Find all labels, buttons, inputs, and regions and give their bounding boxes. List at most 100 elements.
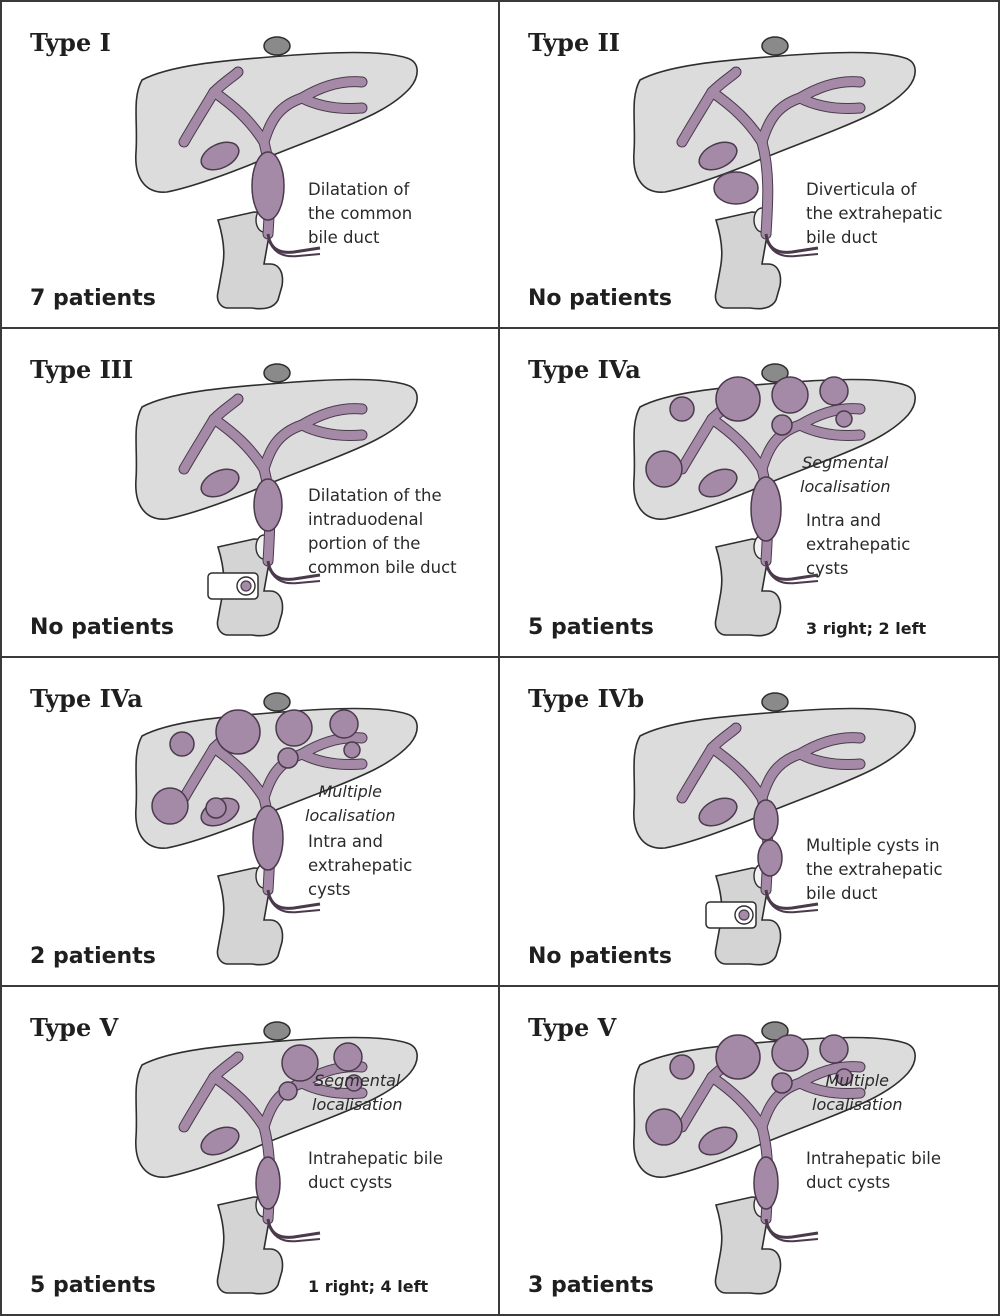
dilated-duct — [254, 479, 282, 531]
panel-type5-seg: Type V5 patientsSegmentallocalisationInt… — [0, 987, 500, 1316]
panel-title: Type IVa — [30, 684, 143, 713]
patient-count: 5 patients — [528, 615, 654, 640]
cyst — [152, 788, 188, 824]
patient-count: No patients — [528, 944, 672, 969]
description-line: the extrahepatic — [806, 202, 943, 226]
description-line: Intrahepatic bile — [308, 1147, 443, 1171]
description-line: extrahepatic — [806, 533, 910, 557]
cyst — [330, 710, 358, 738]
description: Dilatation of theintraduodenalportion of… — [308, 484, 457, 580]
description-line: common bile duct — [308, 556, 457, 580]
panel-type4a-seg: Type IVa 5 patients SegmentallocalisationI… — [500, 329, 1000, 658]
cyst — [772, 415, 792, 435]
ligament-knob — [264, 693, 290, 711]
diverticulum — [714, 172, 758, 204]
panel-title: Type IVb — [528, 684, 644, 713]
description: Intrahepatic bileduct cysts — [806, 1147, 941, 1195]
description: Intra andextrahepaticcysts — [806, 509, 910, 581]
ligament-knob — [762, 37, 788, 55]
dilated-duct — [754, 1157, 778, 1209]
patient-count: 5 patients — [30, 1273, 156, 1298]
cyst — [716, 1035, 760, 1079]
description-line: Dilatation of — [308, 178, 412, 202]
cyst — [334, 1043, 362, 1071]
patient-count: 7 patients — [30, 286, 156, 311]
ligament-knob — [762, 693, 788, 711]
description: Dilatation ofthe commonbile duct — [308, 178, 412, 250]
description-line: duct cysts — [308, 1171, 443, 1195]
cyst — [820, 377, 848, 405]
description-line: cysts — [308, 878, 412, 902]
cyst — [836, 411, 852, 427]
localisation-line: Multiple — [812, 1069, 903, 1093]
ligament-knob — [264, 364, 290, 382]
description-line: portion of the — [308, 532, 457, 556]
cyst — [772, 1073, 792, 1093]
cyst — [716, 377, 760, 421]
dilated-duct — [758, 840, 782, 876]
cyst — [344, 742, 360, 758]
panel-type4b: Type IVb No patients Multiple cysts inthe … — [500, 658, 1000, 987]
description-line: Multiple cysts in — [806, 834, 943, 858]
side-distribution-note: 1 right; 4 left — [308, 1277, 428, 1296]
description-line: Intrahepatic bile — [806, 1147, 941, 1171]
description-line: the extrahepatic — [806, 858, 943, 882]
dilated-duct — [754, 800, 778, 840]
cyst — [278, 748, 298, 768]
localisation-line: localisation — [312, 1093, 403, 1117]
patient-count: 2 patients — [30, 944, 156, 969]
ligament-knob — [264, 37, 290, 55]
description: Diverticula ofthe extrahepaticbile duct — [806, 178, 943, 250]
panel-type3: Type IIINo patientsDilatation of theintr… — [0, 329, 500, 658]
localisation-line: localisation — [800, 475, 891, 499]
cyst — [646, 451, 682, 487]
panel-title: Type IVa — [528, 355, 641, 384]
localisation-label: Multiplelocalisation — [305, 780, 396, 828]
cyst — [276, 710, 312, 746]
dilated-duct — [253, 806, 283, 870]
localisation-line: localisation — [812, 1093, 903, 1117]
description-line: Intra and — [308, 830, 412, 854]
description-line: Diverticula of — [806, 178, 943, 202]
description-line: bile duct — [806, 226, 943, 250]
dilated-duct — [751, 477, 781, 541]
description: Multiple cysts inthe extrahepaticbile du… — [806, 834, 943, 906]
choledochocele — [739, 910, 749, 920]
side-distribution-note: 3 right; 2 left — [806, 619, 926, 638]
description: Intra andextrahepaticcysts — [308, 830, 412, 902]
localisation-line: localisation — [305, 804, 396, 828]
description-line: cysts — [806, 557, 910, 581]
localisation-line: Segmental — [800, 451, 891, 475]
patient-count: No patients — [528, 286, 672, 311]
localisation-line: Segmental — [312, 1069, 403, 1093]
description-line: the common — [308, 202, 412, 226]
description-line: intraduodenal — [308, 508, 457, 532]
panel-title: Type V — [528, 1013, 616, 1042]
dilated-common-bile-duct — [252, 152, 284, 220]
cyst — [772, 1035, 808, 1071]
panel-title: Type I — [30, 28, 111, 57]
description-line: bile duct — [806, 882, 943, 906]
panel-title: Type II — [528, 28, 620, 57]
cyst — [670, 1055, 694, 1079]
description-line: Intra and — [806, 509, 910, 533]
cyst — [772, 377, 808, 413]
ligament-knob — [264, 1022, 290, 1040]
dilated-duct — [256, 1157, 280, 1209]
description-line: duct cysts — [806, 1171, 941, 1195]
choledochocele — [241, 581, 251, 591]
cyst — [279, 1082, 297, 1100]
cyst — [170, 732, 194, 756]
cyst — [646, 1109, 682, 1145]
cyst — [670, 397, 694, 421]
cyst — [820, 1035, 848, 1063]
cyst — [206, 798, 226, 818]
localisation-line: Multiple — [305, 780, 396, 804]
